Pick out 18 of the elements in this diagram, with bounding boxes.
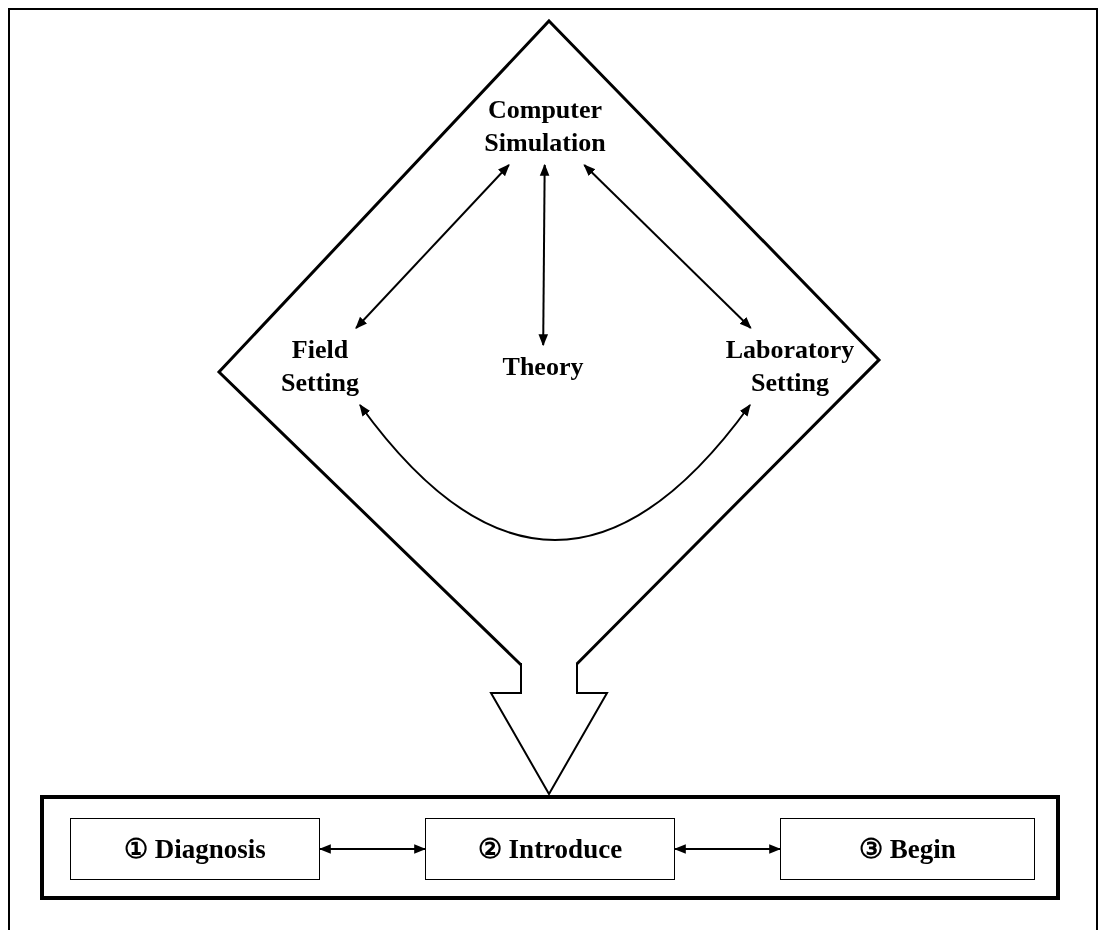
node-label: Laboratory Setting <box>724 334 856 399</box>
step-label: ③ Begin <box>859 833 956 865</box>
container-box <box>40 795 1060 900</box>
node-label: Field Setting <box>280 334 360 399</box>
step-box <box>70 818 320 880</box>
node-label: Theory <box>501 351 585 383</box>
arrow <box>538 163 550 347</box>
node-label: Computer Simulation <box>483 94 607 159</box>
block-arrow <box>489 662 609 796</box>
step-box <box>425 818 675 880</box>
arrow <box>583 164 752 329</box>
arrow <box>318 844 427 854</box>
step-label: ② Introduce <box>477 833 623 865</box>
step-label: ① Diagnosis <box>124 833 266 865</box>
arrow <box>359 404 751 541</box>
arrow <box>355 164 510 329</box>
step-box <box>780 818 1035 880</box>
arrow <box>673 844 782 854</box>
